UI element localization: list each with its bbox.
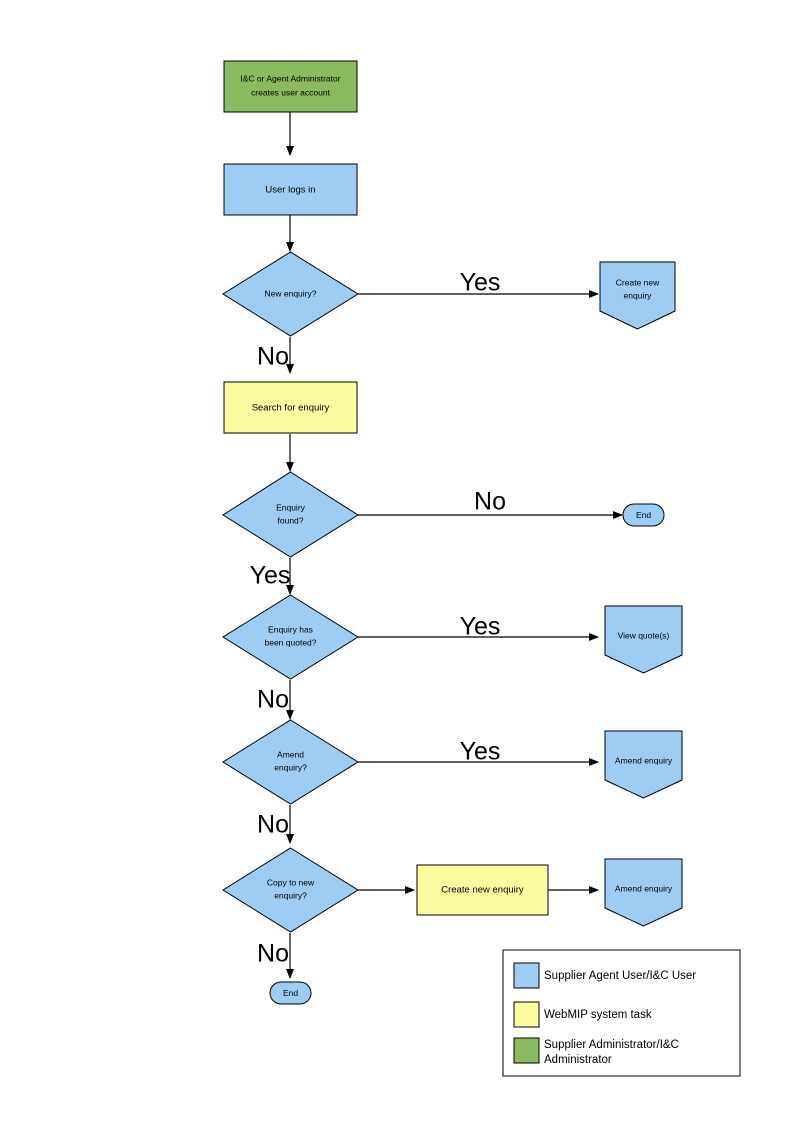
- node-shape-decision: [222, 847, 359, 933]
- node-end-final[interactable]: End: [269, 981, 312, 1005]
- edge-label-new-enquiry-no: No: [257, 343, 289, 371]
- node-create-new-enquiry-manual[interactable]: Create new enquiry: [599, 261, 676, 330]
- node-amend-enquiry-action[interactable]: Amend enquiry: [604, 730, 683, 799]
- node-label-line-2: found?: [278, 515, 304, 525]
- node-search-for-enquiry[interactable]: Search for enquiry: [223, 381, 358, 434]
- edge-label-new-enquiry-yes: Yes: [460, 269, 501, 297]
- node-end-not-found[interactable]: End: [622, 503, 665, 527]
- node-label: End: [636, 510, 651, 520]
- node-label-line-1: Enquiry: [276, 502, 306, 512]
- node-enquiry-found-decision[interactable]: Enquiry found?: [222, 471, 359, 558]
- node-label-line-1: I&C or Agent Administrator: [240, 73, 340, 83]
- edge-label-enquiry-found-yes: Yes: [250, 562, 291, 590]
- legend-label-user: Supplier Agent User/I&C User: [544, 970, 696, 982]
- node-amend-enquiry-decision[interactable]: Amend enquiry?: [222, 719, 359, 805]
- legend-label-admin-line-2: Administrator: [544, 1054, 612, 1066]
- legend: Supplier Agent User/I&C User WebMIP syst…: [502, 949, 741, 1077]
- node-new-enquiry-decision[interactable]: New enquiry?: [222, 251, 359, 337]
- node-label-line-2: enquiry: [624, 290, 653, 300]
- legend-label-admin-line-1: Supplier Administrator/I&C: [544, 1039, 679, 1051]
- node-label-line-2: enquiry?: [274, 762, 307, 772]
- node-user-logs-in[interactable]: User logs in: [223, 163, 358, 216]
- node-shape-terminator: [269, 981, 312, 1005]
- node-shape-process: [223, 163, 358, 216]
- node-shape-manual-operation: [604, 858, 683, 927]
- edge-label-quoted-yes: Yes: [460, 613, 501, 641]
- node-shape-process: [223, 381, 358, 434]
- node-shape-manual-operation: [599, 261, 676, 330]
- node-shape-decision: [222, 471, 359, 558]
- node-shape-process: [223, 60, 358, 113]
- node-label: Create new enquiry: [441, 885, 524, 896]
- edge-label-amend-yes: Yes: [460, 738, 501, 766]
- node-label: Search for enquiry: [252, 403, 330, 414]
- node-label-line-1: Enquiry has: [268, 624, 313, 634]
- edge-label-amend-no: No: [257, 811, 289, 839]
- node-view-quotes[interactable]: View quote(s): [604, 605, 683, 674]
- node-label: New enquiry?: [265, 288, 317, 298]
- node-shape-manual-operation: [604, 605, 683, 674]
- node-label: Amend enquiry: [615, 883, 673, 893]
- legend-label-system: WebMIP system task: [544, 1009, 652, 1021]
- legend-panel: [502, 949, 741, 1077]
- connectors: [286, 112, 623, 979]
- node-amend-enquiry-copy[interactable]: Amend enquiry: [604, 858, 683, 927]
- node-label-line-2: been quoted?: [265, 637, 317, 647]
- node-create-new-enquiry-system[interactable]: Create new enquiry: [416, 864, 549, 916]
- node-label-line-1: Create new: [616, 277, 660, 287]
- edge-labels: Yes No No Yes Yes No Yes No No: [250, 269, 506, 968]
- node-label: View quote(s): [618, 630, 670, 640]
- edge-label-enquiry-found-no: No: [474, 488, 506, 516]
- node-label: Amend enquiry: [615, 755, 673, 765]
- node-label: User logs in: [265, 185, 315, 196]
- node-admin-creates-account[interactable]: I&C or Agent Administrator creates user …: [223, 60, 358, 113]
- node-copy-to-new-enquiry-decision[interactable]: Copy to new enquiry?: [222, 847, 359, 933]
- node-label-line-1: Amend: [277, 749, 304, 759]
- node-label-line-2: creates user account: [251, 87, 331, 97]
- legend-swatch-user: [513, 962, 540, 989]
- node-shape-decision: [222, 719, 359, 805]
- legend-swatch-admin: [513, 1037, 540, 1064]
- legend-swatch-system: [513, 1001, 540, 1028]
- node-shape-decision: [222, 251, 359, 337]
- node-shape-terminator: [622, 503, 665, 527]
- node-enquiry-quoted-decision[interactable]: Enquiry has been quoted?: [222, 594, 359, 680]
- edge-label-copy-no: No: [257, 940, 289, 968]
- node-shape-process: [416, 864, 549, 916]
- node-label-line-1: Copy to new: [267, 877, 315, 887]
- node-label: End: [283, 988, 298, 998]
- node-label-line-2: enquiry?: [274, 890, 307, 900]
- edge-label-quoted-no: No: [257, 686, 289, 714]
- node-shape-manual-operation: [604, 730, 683, 799]
- node-shape-decision: [222, 594, 359, 680]
